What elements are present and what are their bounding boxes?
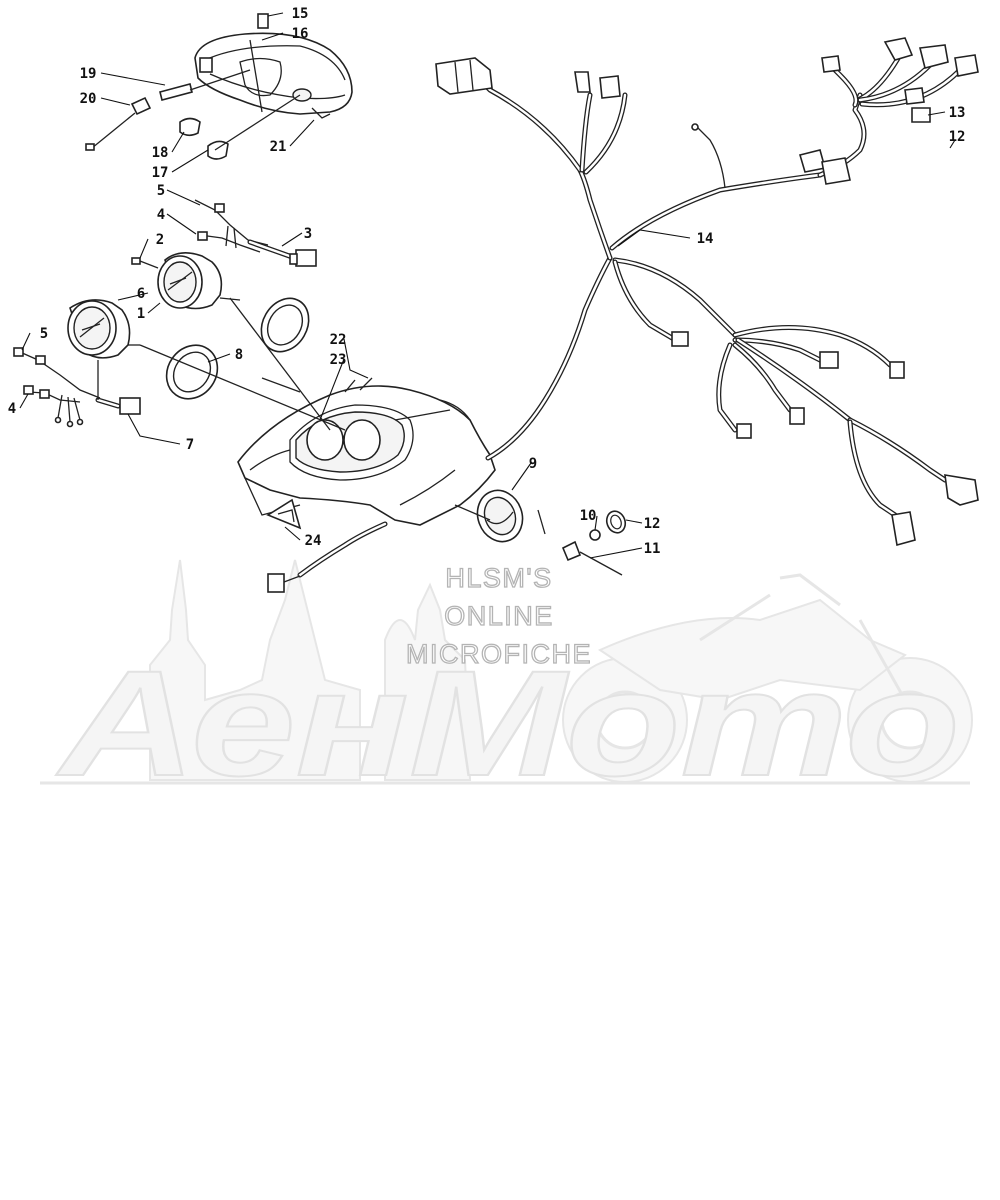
gauge-lower (67, 299, 140, 359)
callout-9: 9 (529, 456, 537, 472)
gauge-upper (131, 252, 241, 310)
gauge-harness-lower (13, 347, 141, 428)
main-wiring-harness (435, 37, 979, 547)
callout-12-lower: 12 (644, 516, 661, 532)
watermark-dome-icon (384, 582, 472, 781)
headlight-housing (194, 13, 353, 119)
watermark-background: АенМото HLSM'S ONLINE MICROFICHE (40, 559, 973, 808)
pigtail-lower-left (267, 521, 388, 593)
watermark-motorcycle-icon (562, 573, 973, 783)
callout-20: 20 (80, 91, 97, 107)
callout-8: 8 (235, 347, 243, 363)
callout-3: 3 (304, 226, 312, 242)
callout-4-lower: 4 (8, 401, 16, 417)
dash-panel (237, 377, 496, 526)
switch-housing (476, 489, 524, 543)
warning-triangle-icon (266, 498, 302, 530)
watermark-line-2: ONLINE (444, 601, 554, 631)
callout-17: 17 (152, 165, 169, 181)
callout-2: 2 (156, 232, 164, 248)
gauge-ring-lower (165, 344, 219, 400)
callout-10: 10 (580, 508, 597, 524)
callout-14: 14 (697, 231, 714, 247)
callout-24: 24 (305, 533, 322, 549)
callout-5-upper: 5 (157, 183, 165, 199)
callout-7: 7 (186, 437, 194, 453)
callout-23: 23 (330, 352, 347, 368)
watermark-tower-icon (149, 559, 361, 781)
leader-lines (19, 12, 956, 559)
callout-1: 1 (137, 306, 145, 322)
callout-11: 11 (644, 541, 661, 557)
callout-4-upper: 4 (157, 207, 165, 223)
callout-13: 13 (949, 105, 966, 121)
callout-18: 18 (152, 145, 169, 161)
watermark-line-1: HLSM'S (445, 563, 552, 593)
callout-12-upper: 12 (949, 129, 966, 145)
callout-5-lower: 5 (40, 326, 48, 342)
callout-15: 15 (292, 6, 309, 22)
callout-labels: 15 16 19 20 18 17 21 5 4 3 2 6 1 5 4 7 8… (8, 6, 966, 557)
callout-6: 6 (137, 286, 145, 302)
watermark-brand: АенМото (55, 639, 960, 807)
watermark-line-3: MICROFICHE (406, 639, 592, 669)
callout-22: 22 (330, 332, 347, 348)
small-fasteners (537, 509, 627, 576)
callout-16: 16 (292, 26, 309, 42)
alignment-lines (139, 69, 491, 521)
gauge-harness-upper (194, 199, 317, 267)
gauge-ring-upper (260, 297, 310, 353)
callout-21: 21 (270, 139, 287, 155)
callout-19: 19 (80, 66, 97, 82)
